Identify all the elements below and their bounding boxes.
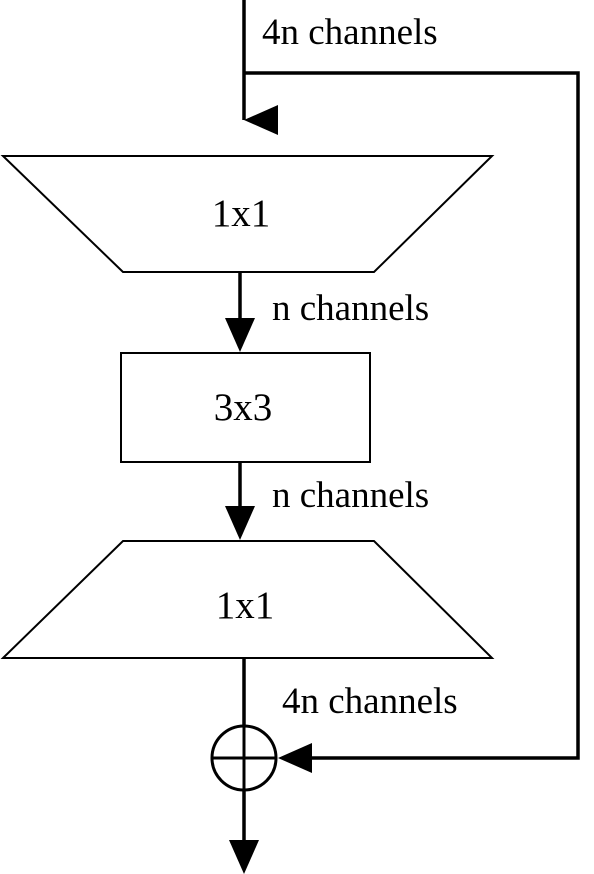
conv3x3-label: 3x3 (214, 386, 273, 429)
reduced-channels-label: n channels (272, 288, 429, 329)
output-channels-label: 4n channels (282, 681, 458, 722)
reduce-conv-block (0, 155, 495, 273)
expand-conv-block (0, 540, 495, 659)
skip-connection-line (244, 71, 580, 760)
reduce-conv-label: 1x1 (212, 192, 271, 235)
conv-out-channels-label: n channels (272, 475, 429, 516)
conv-to-expand-arrowhead (225, 506, 255, 540)
sum-node-icon (210, 724, 278, 792)
input-channels-label: 4n channels (262, 12, 438, 53)
conv3x3-block (120, 352, 371, 463)
expand-conv-label: 1x1 (216, 584, 275, 627)
output-arrowhead (229, 840, 259, 874)
skip-connection-arrowhead (278, 743, 312, 773)
reduce-to-conv-arrowhead (225, 318, 255, 352)
